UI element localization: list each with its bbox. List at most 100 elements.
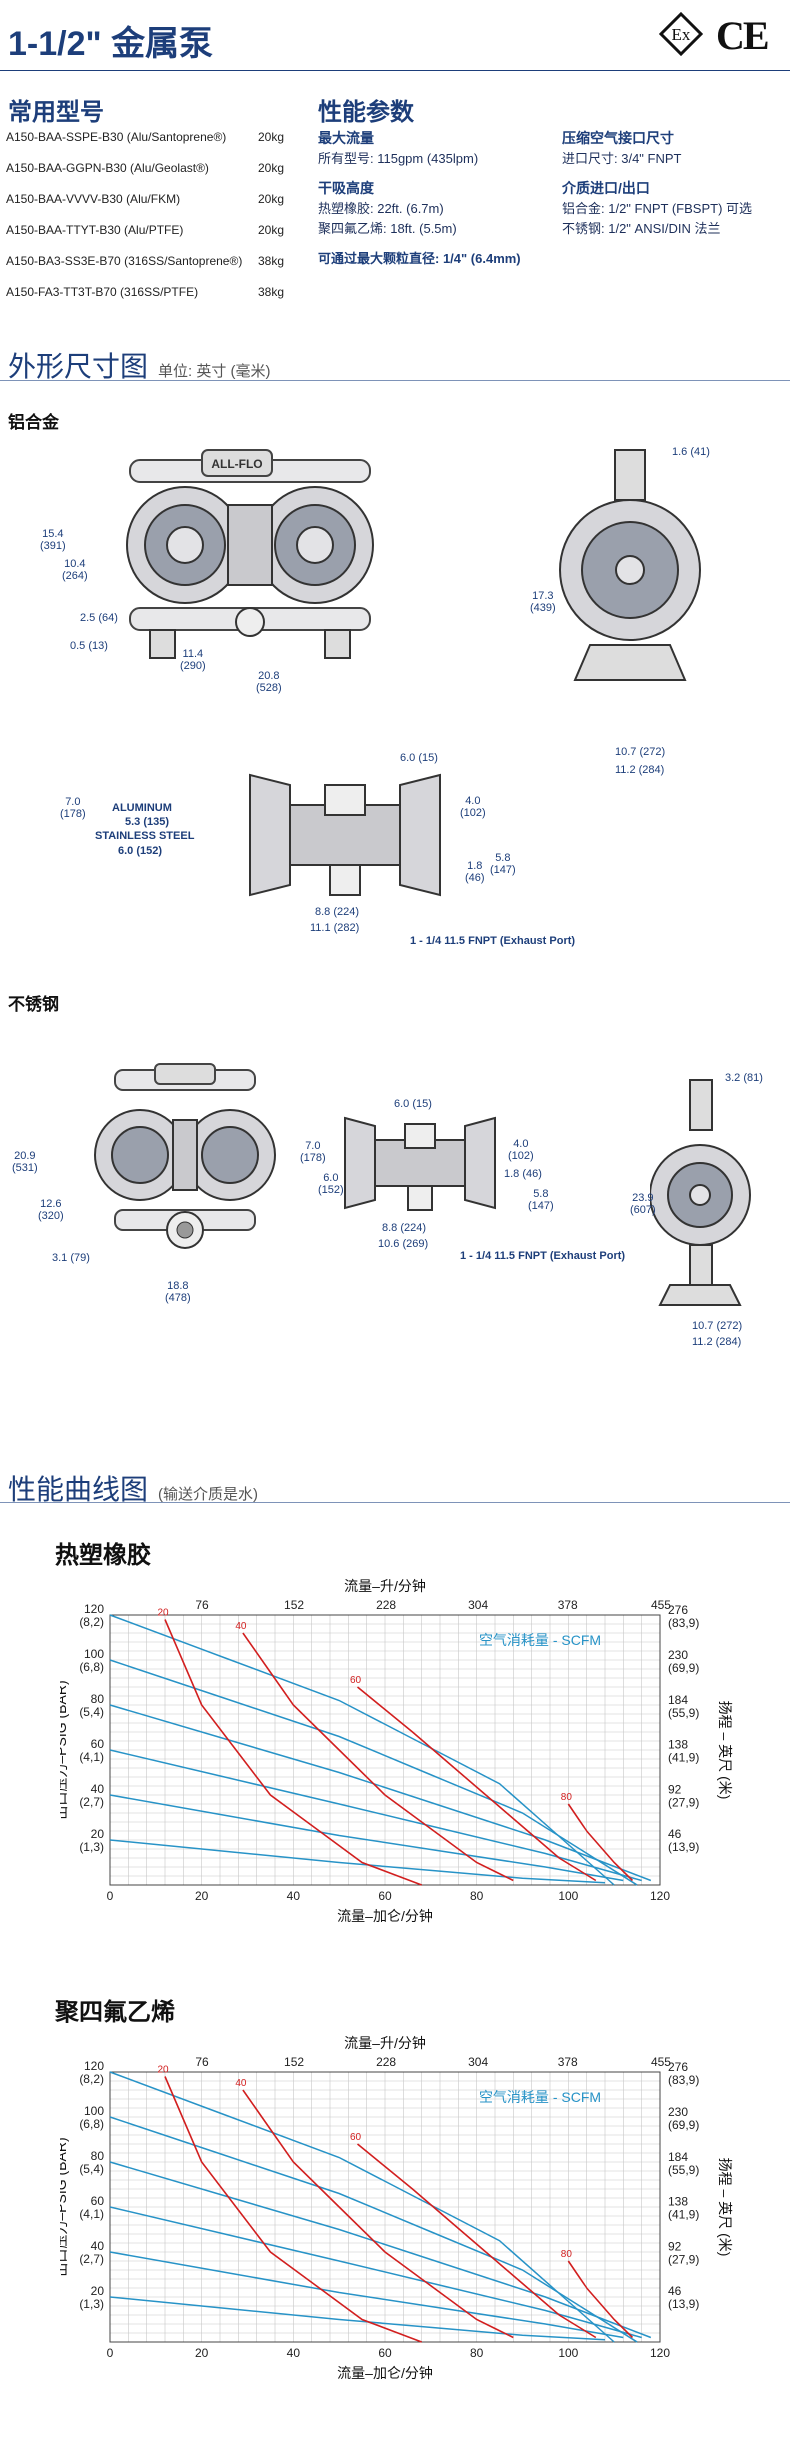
x-tick-label: 100 bbox=[558, 1889, 578, 1903]
y2-tick-label: (41,9) bbox=[668, 2208, 699, 2222]
dim-alu-base: 0.5 (13) bbox=[70, 640, 108, 652]
y-axis-label: 出口压力–PSIG (BAR) bbox=[60, 1680, 69, 1819]
y2-tick-label: 46 bbox=[668, 1827, 682, 1841]
y-tick-label: 120 bbox=[84, 1602, 104, 1616]
x2-axis-label: 流量–升/分钟 bbox=[344, 1578, 426, 1594]
pressure-curve bbox=[109, 2251, 624, 2339]
svg-text:ALL-FLO: ALL-FLO bbox=[211, 457, 262, 471]
y2-tick-label: 92 bbox=[668, 2239, 682, 2253]
air-consumption-curve bbox=[356, 1686, 597, 1882]
curves-title: 性能曲线图(输送介质是水) bbox=[8, 1474, 259, 1505]
dim-ss-side-height: 23.9(607) bbox=[630, 1192, 656, 1216]
dim-alu-height: 15.4(391) bbox=[40, 528, 66, 552]
air-consumption-curve bbox=[242, 2089, 514, 2339]
stainless-heading: 不锈钢 bbox=[8, 995, 59, 1014]
title-bar: 1-1/2" 金属泵 Ex CE bbox=[0, 0, 790, 71]
x-axis-label: 流量–加仑/分钟 bbox=[337, 1908, 433, 1924]
y-tick-label: 20 bbox=[91, 2284, 105, 2298]
dim-alu-side-depth: 10.7 (272) bbox=[615, 746, 666, 758]
air-curve-label: 40 bbox=[235, 1621, 247, 1632]
x-tick-label: 0 bbox=[107, 1889, 114, 1903]
pressure-curve bbox=[109, 2296, 606, 2341]
chart-legend: 空气消耗量 - SCFM bbox=[479, 1632, 601, 1648]
x2-tick-label: 152 bbox=[284, 1598, 304, 1612]
air-curve-label: 20 bbox=[157, 1608, 169, 1619]
x-tick-label: 20 bbox=[195, 1889, 209, 1903]
y-tick-label: (1,3) bbox=[79, 2297, 104, 2311]
y2-tick-label: (55,9) bbox=[668, 2163, 699, 2177]
air-curve-label: 80 bbox=[561, 1792, 573, 1803]
model-name: A150-BA3-SS3E-B70 (316SS/Santoprene®) bbox=[6, 254, 243, 268]
pressure-curve bbox=[109, 2116, 638, 2343]
pressure-curve bbox=[109, 1614, 615, 1886]
x-tick-label: 0 bbox=[107, 2346, 114, 2360]
y2-tick-label: 92 bbox=[668, 1782, 682, 1796]
y2-tick-label: (27,9) bbox=[668, 2252, 699, 2266]
y2-tick-label: 138 bbox=[668, 1738, 688, 1752]
aluminum-top-drawing bbox=[249, 773, 441, 897]
dim-alu-outlet-height: 10.4(264) bbox=[62, 558, 88, 582]
pressure-curve bbox=[109, 1749, 642, 1882]
air-curve-label: 40 bbox=[235, 2078, 247, 2089]
dim-alu-top-depth: 5.8(147) bbox=[490, 852, 516, 876]
model-row: A150-FA3-TT3T-B70 (316SS/PTFE)38kg bbox=[6, 285, 284, 299]
dim-alu-inlet-height: 2.5 (64) bbox=[80, 612, 118, 624]
dim-alu-top-height: 7.0(178) bbox=[60, 796, 86, 820]
x-tick-label: 120 bbox=[650, 2346, 670, 2360]
dim-ss-outlet-height: 12.6(320) bbox=[38, 1198, 64, 1222]
pressure-curve bbox=[109, 1659, 638, 1886]
dim-ss-top-width: 10.6 (269) bbox=[378, 1238, 429, 1250]
x2-tick-label: 228 bbox=[376, 2055, 396, 2069]
chart-grid bbox=[109, 2071, 661, 2343]
pressure-curve bbox=[109, 2071, 615, 2343]
y-tick-label: (1,3) bbox=[79, 1840, 104, 1854]
y-tick-label: 60 bbox=[91, 2194, 105, 2208]
dim-ss-side-base: 11.2 (284) bbox=[692, 1336, 742, 1348]
pressure-curve bbox=[109, 1704, 652, 1882]
y-tick-label: (6,8) bbox=[79, 2117, 104, 2131]
y2-tick-label: (41,9) bbox=[668, 1751, 699, 1765]
port-heading: 介质进口/出口 bbox=[562, 180, 650, 196]
dim-ss-side-depth: 10.7 (272) bbox=[692, 1320, 743, 1332]
y-tick-label: 120 bbox=[84, 2059, 104, 2073]
x2-axis-label: 流量–升/分钟 bbox=[344, 2035, 426, 2051]
dim-alu-top-width: 11.1 (282) bbox=[310, 922, 360, 934]
x2-tick-label: 152 bbox=[284, 2055, 304, 2069]
model-weight: 38kg bbox=[257, 254, 284, 268]
x-tick-label: 40 bbox=[287, 2346, 301, 2360]
dim-ss-height: 20.9(531) bbox=[12, 1150, 38, 1174]
dim-alu-port-width: 11.4(290) bbox=[180, 648, 206, 672]
air-curve-label: 80 bbox=[561, 2249, 573, 2260]
x2-tick-label: 76 bbox=[195, 1598, 209, 1612]
section-divider bbox=[0, 380, 790, 381]
port-aluminum: 铝合金: 1/2" FNPT (FBSPT) 可选 bbox=[562, 201, 753, 216]
model-weight: 20kg bbox=[257, 161, 284, 175]
y2-axis-label: 扬程 – 英尺 (米) bbox=[717, 1701, 733, 1800]
y2-tick-label: (83,9) bbox=[668, 2073, 699, 2087]
y2-tick-label: 184 bbox=[668, 1693, 688, 1707]
y2-tick-label: 138 bbox=[668, 2195, 688, 2209]
pressure-curve bbox=[109, 1839, 606, 1884]
aluminum-heading: 铝合金 bbox=[8, 413, 59, 432]
air-consumption-curve bbox=[567, 2260, 634, 2339]
dim-ss-exhaust-port: 1 - 1/4 11.5 FNPT (Exhaust Port) bbox=[460, 1250, 626, 1262]
dry-suction-tpe: 热塑橡胶: 22ft. (6.7m) bbox=[318, 201, 444, 216]
dim-ss-top-depth: 5.8(147) bbox=[528, 1188, 554, 1212]
model-name: A150-FA3-TT3T-B70 (316SS/PTFE) bbox=[6, 285, 199, 299]
y2-tick-label: (13,9) bbox=[668, 2297, 699, 2311]
y-tick-label: (2,7) bbox=[79, 1795, 104, 1809]
air-curve-label: 20 bbox=[157, 2065, 169, 2076]
model-name: A150-BAA-VVVV-B30 (Alu/FKM) bbox=[6, 192, 181, 206]
y2-tick-label: (55,9) bbox=[668, 1706, 699, 1720]
air-consumption-curve bbox=[164, 1619, 422, 1886]
performance-heading: 性能参数 bbox=[318, 99, 414, 126]
model-weight: 20kg bbox=[257, 192, 284, 206]
dim-alu-top-foot: 1.8(46) bbox=[465, 860, 485, 884]
dim-ss-top-offset: 6.0 (15) bbox=[394, 1098, 432, 1110]
dim-ss-top-mount: 8.8 (224) bbox=[382, 1222, 427, 1234]
y-tick-label: (4,1) bbox=[79, 1750, 104, 1764]
y-tick-label: (8,2) bbox=[79, 2072, 104, 2086]
dim-alu-top-muffler: 4.0(102) bbox=[460, 795, 486, 819]
